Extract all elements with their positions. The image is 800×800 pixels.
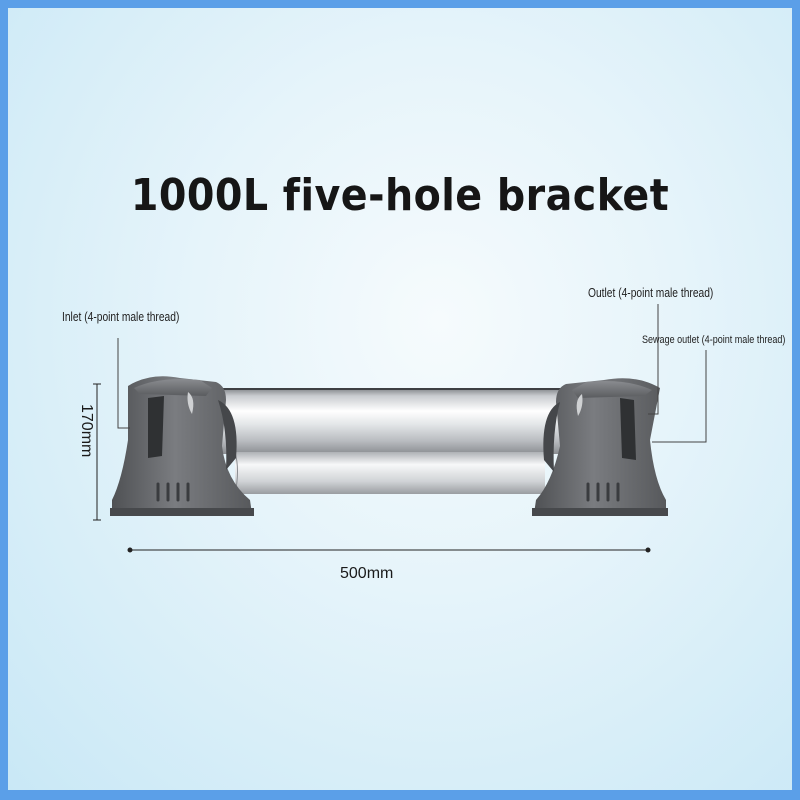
width-dimension-line bbox=[127, 547, 651, 553]
left-bracket bbox=[110, 376, 254, 516]
outlet-label: Outlet (4-point male thread) bbox=[588, 286, 714, 300]
callout-lines bbox=[117, 304, 707, 443]
product-title: 1000L five-hole bracket bbox=[130, 170, 670, 221]
filter-cylinder bbox=[205, 388, 565, 495]
inlet-label: Inlet (4-point male thread) bbox=[62, 310, 180, 324]
height-dimension-line bbox=[93, 383, 101, 521]
height-label: 170mm bbox=[78, 404, 95, 458]
width-label: 500mm bbox=[340, 565, 394, 582]
right-bracket bbox=[532, 378, 668, 516]
sewage-outlet-label: Sewage outlet (4-point male thread) bbox=[642, 334, 786, 346]
